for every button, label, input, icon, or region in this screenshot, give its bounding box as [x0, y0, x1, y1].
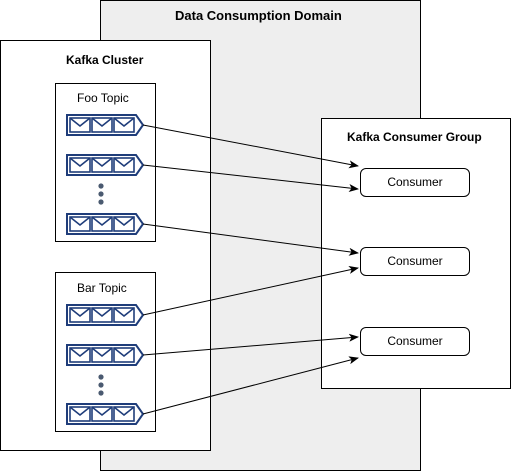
consumer-1: Consumer [360, 168, 470, 197]
cluster-title: Kafka Cluster [66, 53, 144, 67]
foo-topic [55, 83, 156, 242]
consumer-3: Consumer [360, 327, 470, 356]
consumer-2: Consumer [360, 247, 470, 276]
domain-title: Data Consumption Domain [175, 8, 342, 23]
bar-topic-title: Bar Topic [77, 281, 127, 295]
foo-topic-title: Foo Topic [77, 91, 129, 105]
consumer-group-title: Kafka Consumer Group [347, 130, 482, 144]
bar-topic [55, 272, 156, 432]
